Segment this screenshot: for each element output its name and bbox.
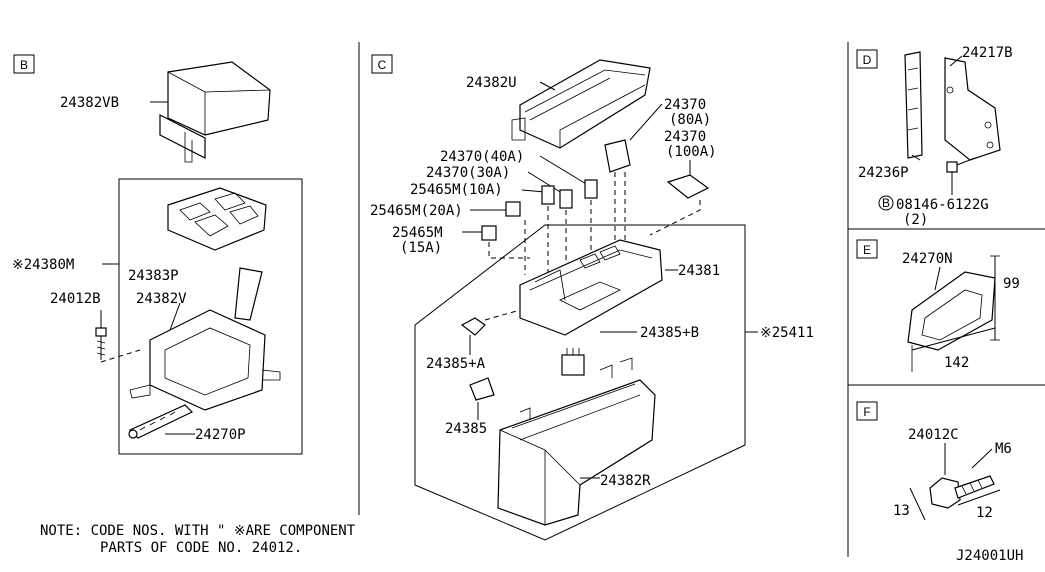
label-24385b: 24385+B xyxy=(640,325,699,341)
part-box-24381 xyxy=(519,239,663,336)
section-d-label: D xyxy=(863,53,872,67)
leader-24370-40a xyxy=(539,155,589,186)
part-fuse-100a xyxy=(666,174,710,199)
label-24370-30a: 24370(30A) xyxy=(426,165,510,181)
section-d-marker: D xyxy=(856,49,878,69)
note-line-1: NOTE: CODE NOS. WITH " ※ARE COMPONENT xyxy=(40,523,356,539)
label-25411: ※25411 xyxy=(760,325,814,341)
part-bracket-24217b xyxy=(944,57,1001,161)
leader-24270n xyxy=(934,266,941,291)
section-f-marker: F xyxy=(856,401,878,421)
part-clip-24385a xyxy=(460,317,486,336)
dimension-142 xyxy=(911,327,996,372)
part-tie-24270p xyxy=(128,404,194,439)
bolt-code-circle-letter: B xyxy=(882,196,890,210)
leader-24217b xyxy=(949,55,963,67)
figure-id: J24001UH xyxy=(956,548,1023,564)
label-24385a: 24385+A xyxy=(426,356,486,372)
dimension-label-13: 13 xyxy=(893,503,910,519)
dimension-label-99: 99 xyxy=(1003,276,1020,292)
label-24370-40a: 24370(40A) xyxy=(440,149,524,165)
part-case-24382v xyxy=(129,267,281,411)
leader-25465m-10a xyxy=(521,189,546,193)
label-24012c: 24012C xyxy=(908,427,959,443)
part-clip-24385 xyxy=(469,377,495,401)
leader-24370-30a xyxy=(527,171,566,196)
dimension-12 xyxy=(957,489,1001,506)
note-line-2: PARTS OF CODE NO. 24012. xyxy=(100,540,302,556)
leader-24236p xyxy=(911,154,921,161)
label-24217b: 24217B xyxy=(962,45,1013,61)
part-bolt-08146 xyxy=(946,157,976,173)
assembly-outline-25411 xyxy=(414,224,746,541)
part-bolt-24012c xyxy=(929,475,995,509)
label-24270n: 24270N xyxy=(902,251,953,267)
label-24236p: 24236P xyxy=(858,165,909,181)
label-24012b: 24012B xyxy=(50,291,101,307)
dash-24385a xyxy=(484,309,521,321)
part-fuse-80a xyxy=(604,139,631,173)
label-24380m: ※24380M xyxy=(12,257,74,273)
label-25465m-10a: 25465M(10A) xyxy=(410,182,503,198)
leader-24382v xyxy=(169,302,181,331)
leader-24382u xyxy=(539,81,556,91)
part-fuse-small-set xyxy=(481,179,598,241)
label-24383p: 24383P xyxy=(128,268,179,284)
part-holder-24383p xyxy=(167,187,267,251)
part-bolt-24012b xyxy=(95,310,107,360)
label-25465m-20a: 25465M(20A) xyxy=(370,203,463,219)
section-b-label: B xyxy=(20,58,28,72)
bolt-code-circle xyxy=(878,195,894,211)
section-e-label: E xyxy=(863,243,871,257)
label-24270p: 24270P xyxy=(195,427,246,443)
label-25465m-15a: 25465M xyxy=(392,225,443,241)
part-connector-24385b xyxy=(561,348,585,376)
part-cover-24382u xyxy=(511,59,651,149)
dimension-13 xyxy=(909,487,926,521)
label-24382vb: 24382VB xyxy=(60,95,119,111)
label-24370-100a-amp: (100A) xyxy=(666,144,717,160)
dimension-label-142: 142 xyxy=(944,355,969,371)
section-e-marker: E xyxy=(856,239,878,259)
part-lower-case-24382r xyxy=(497,357,656,526)
part-grommet-24270n xyxy=(907,271,996,351)
label-24381: 24381 xyxy=(678,263,720,279)
leader-24370-80a xyxy=(629,103,663,141)
label-08146-6122g: 08146-6122G xyxy=(896,197,989,213)
part-bracket-24236p xyxy=(904,51,923,159)
guide-dashes-c xyxy=(488,172,701,275)
label-24370-80a: 24370 xyxy=(664,97,706,113)
leader-m6 xyxy=(971,448,993,469)
section-c-label: C xyxy=(378,58,387,72)
label-24370-100a: 24370 xyxy=(664,129,706,145)
label-thread-m6: M6 xyxy=(995,441,1012,457)
label-24370-80a-amp: (80A) xyxy=(669,112,711,128)
dimension-label-12: 12 xyxy=(976,505,993,521)
section-c-marker: C xyxy=(371,54,393,74)
label-24385: 24385 xyxy=(445,421,487,437)
dimension-99 xyxy=(990,255,1000,341)
section-b-marker: B xyxy=(13,54,35,74)
part-cover-24382vb xyxy=(159,61,271,163)
label-24382u: 24382U xyxy=(466,75,517,91)
dash-bolt-b xyxy=(100,349,141,363)
label-25465m-15a-amp: (15A) xyxy=(400,240,442,256)
label-24382v: 24382V xyxy=(136,291,187,307)
assembly-box-24380m xyxy=(118,178,303,455)
label-08146-qty: (2) xyxy=(903,212,928,228)
label-24382r: 24382R xyxy=(600,473,651,489)
section-f-label: F xyxy=(863,405,870,419)
